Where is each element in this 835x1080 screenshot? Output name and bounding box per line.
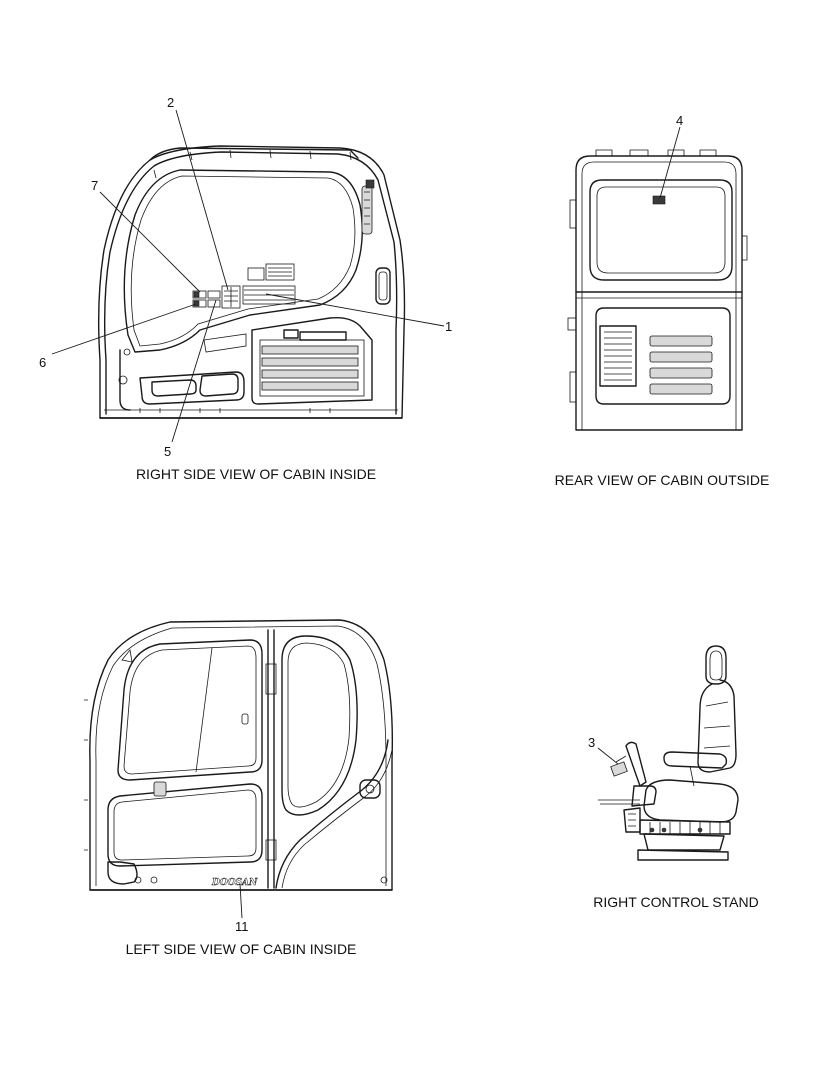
caption-right-control-stand: RIGHT CONTROL STAND [593,894,758,910]
caption-right-side-view: RIGHT SIDE VIEW OF CABIN INSIDE [136,466,376,482]
leader-lines [51,109,681,919]
decal-group-right [192,263,296,309]
callout-1: 1 [445,319,452,334]
callout-4: 4 [676,113,683,128]
view-captions: RIGHT SIDE VIEW OF CABIN INSIDE REAR VIE… [126,466,770,957]
callout-numbers: 1 2 3 4 5 6 7 11 [39,95,683,934]
callout-11: 11 [235,919,249,934]
brand-decal: DOOSAN [211,878,258,888]
left-side-cabin-view: DOOSAN [84,619,394,891]
callout-5: 5 [164,444,171,459]
callout-3: 3 [588,735,595,750]
right-side-cabin-view [97,145,406,419]
caption-rear-view: REAR VIEW OF CABIN OUTSIDE [555,472,770,488]
callout-2: 2 [167,95,174,110]
callout-6: 6 [39,355,46,370]
caption-left-side-view: LEFT SIDE VIEW OF CABIN INSIDE [126,941,357,957]
callout-7: 7 [91,178,98,193]
rear-cabin-view [567,149,748,431]
right-control-stand-view [598,645,739,861]
